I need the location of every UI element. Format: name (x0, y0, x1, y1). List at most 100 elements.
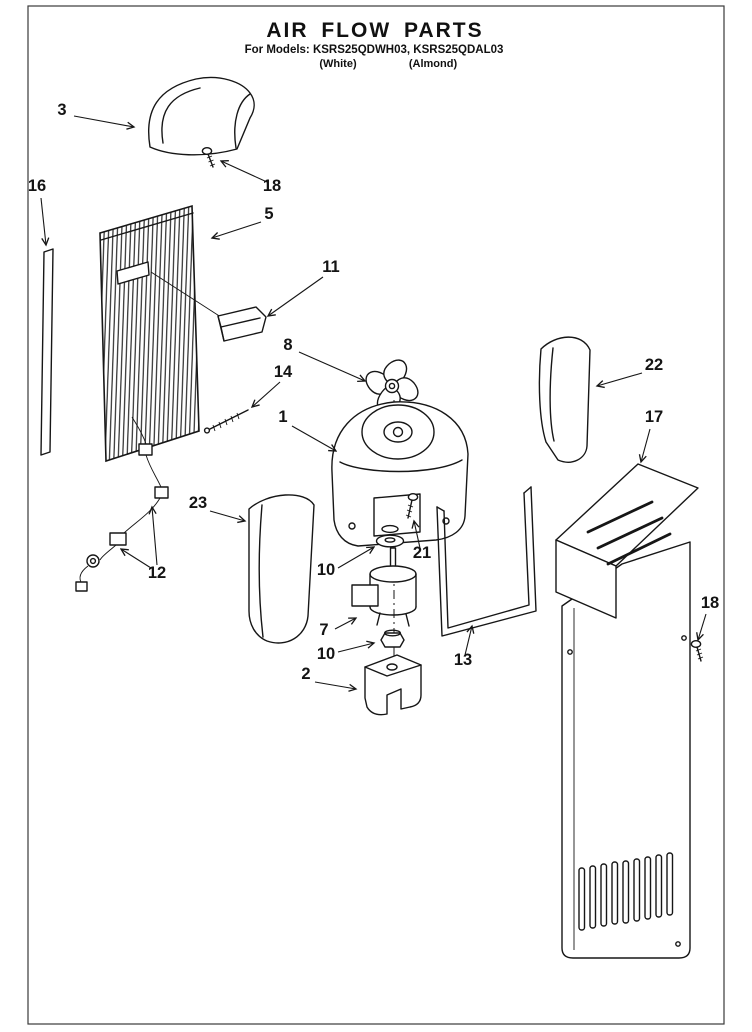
screw-threads (405, 504, 414, 518)
part-14-stud (203, 409, 249, 434)
shroud-hub (392, 426, 404, 438)
finish-white: (White) (319, 58, 357, 70)
leader-5 (212, 221, 262, 238)
callout-leaders (40, 115, 707, 689)
trim-strip-outline (40, 248, 54, 456)
part-17-air-duct-panel (555, 463, 699, 959)
callout-18-top: 18 (263, 177, 281, 195)
u-bracket-inner (443, 492, 530, 629)
baffle-left-contour (258, 504, 264, 638)
leader-12b (121, 549, 152, 569)
part-11-bracket (217, 306, 267, 342)
baffle-right-outline (538, 336, 591, 463)
callout-11: 11 (322, 258, 339, 276)
bracket-edges (217, 315, 261, 342)
part-10-nut (380, 629, 405, 648)
part-18-screw-top (201, 146, 216, 168)
grommet (86, 554, 100, 568)
leader-14 (252, 381, 281, 407)
callout-1: 1 (278, 408, 287, 426)
nut-top (384, 629, 402, 637)
header: AIR FLOW PARTS For Models: KSRS25QDWH03,… (245, 19, 504, 70)
connector-d (75, 581, 88, 592)
part-10-washer (375, 524, 405, 548)
page-title: AIR FLOW PARTS (266, 19, 483, 42)
leader-23 (209, 510, 245, 521)
slot-to-bracket-line (150, 271, 225, 320)
motor-terminal-box (351, 584, 379, 607)
leader-16 (40, 197, 46, 245)
panel-hole-bottom (675, 941, 681, 947)
panel-slot (116, 261, 150, 285)
panel-grille (578, 852, 674, 931)
leader-22 (597, 372, 643, 386)
part-5-evaporator-cover (99, 204, 225, 463)
rear-panel-outline (561, 541, 691, 959)
connector-b (154, 486, 169, 499)
wire-up (131, 416, 147, 445)
stud-shaft (207, 409, 249, 431)
wire-b-c (123, 497, 161, 534)
callout-3: 3 (57, 101, 66, 119)
duct-vent-slots (586, 500, 672, 566)
callout-2: 2 (301, 665, 310, 683)
stud-threads (212, 412, 240, 432)
connector-a (138, 443, 153, 456)
screw-head (407, 493, 419, 502)
callout-13: 13 (454, 651, 472, 669)
callout-16: 16 (28, 177, 46, 195)
panel-top-fold (100, 212, 194, 241)
bracket-outline (217, 306, 267, 342)
fan-hub-hole (388, 382, 396, 390)
baffle-right-contour (549, 347, 555, 442)
washer-hole (384, 537, 396, 543)
retainer-washer (381, 524, 399, 534)
screw-threads (206, 155, 216, 167)
bracket-hole (386, 663, 398, 671)
screw-head (201, 146, 213, 155)
leader-7 (334, 618, 356, 630)
shroud-saddle-edge (339, 459, 463, 473)
part-21-screw (405, 493, 419, 519)
screw-threads (695, 648, 704, 660)
callout-17: 17 (645, 408, 663, 426)
finish-almond: (Almond) (409, 58, 458, 70)
flat-washer (375, 534, 405, 548)
callout-23: 23 (189, 494, 207, 512)
part-22-side-baffle-right (538, 336, 591, 463)
leader-17 (641, 428, 651, 462)
wire-c-grommet (99, 544, 117, 561)
leader-18-top (221, 161, 268, 183)
part-8-fan-blade (365, 359, 419, 413)
part-12-wiring-harness (75, 416, 169, 592)
part-7-motor (351, 547, 417, 627)
leader-10-top (337, 547, 374, 569)
callout-21: 21 (413, 544, 431, 562)
duct-front-face (555, 539, 617, 619)
callout-10-top: 10 (317, 561, 335, 579)
shroud-inner-ring (383, 421, 413, 443)
stud-head (203, 427, 211, 434)
callout-14: 14 (274, 363, 293, 381)
part-1-fan-shroud (331, 401, 469, 547)
fan-hub (384, 378, 400, 394)
part-18-screw-right (690, 640, 704, 662)
shroud-screw-boss-right (442, 517, 450, 525)
u-bracket-caps (436, 486, 532, 512)
callout-18-right: 18 (701, 594, 719, 612)
wire-a-b (145, 454, 162, 488)
leader-11 (268, 276, 324, 316)
callout-22: 22 (645, 356, 663, 374)
duct-cover-front-edge (234, 93, 251, 149)
page-border (27, 5, 725, 1025)
leader-18-right (698, 613, 707, 640)
screw-shaft (407, 499, 413, 519)
leader-12a (152, 507, 158, 566)
leader-13 (464, 626, 472, 656)
motor-bottom (369, 606, 417, 616)
callout-7: 7 (319, 621, 328, 639)
part-3-duct-cover (148, 76, 255, 156)
leader-8 (298, 351, 365, 381)
leader-10-bottom (337, 643, 374, 653)
